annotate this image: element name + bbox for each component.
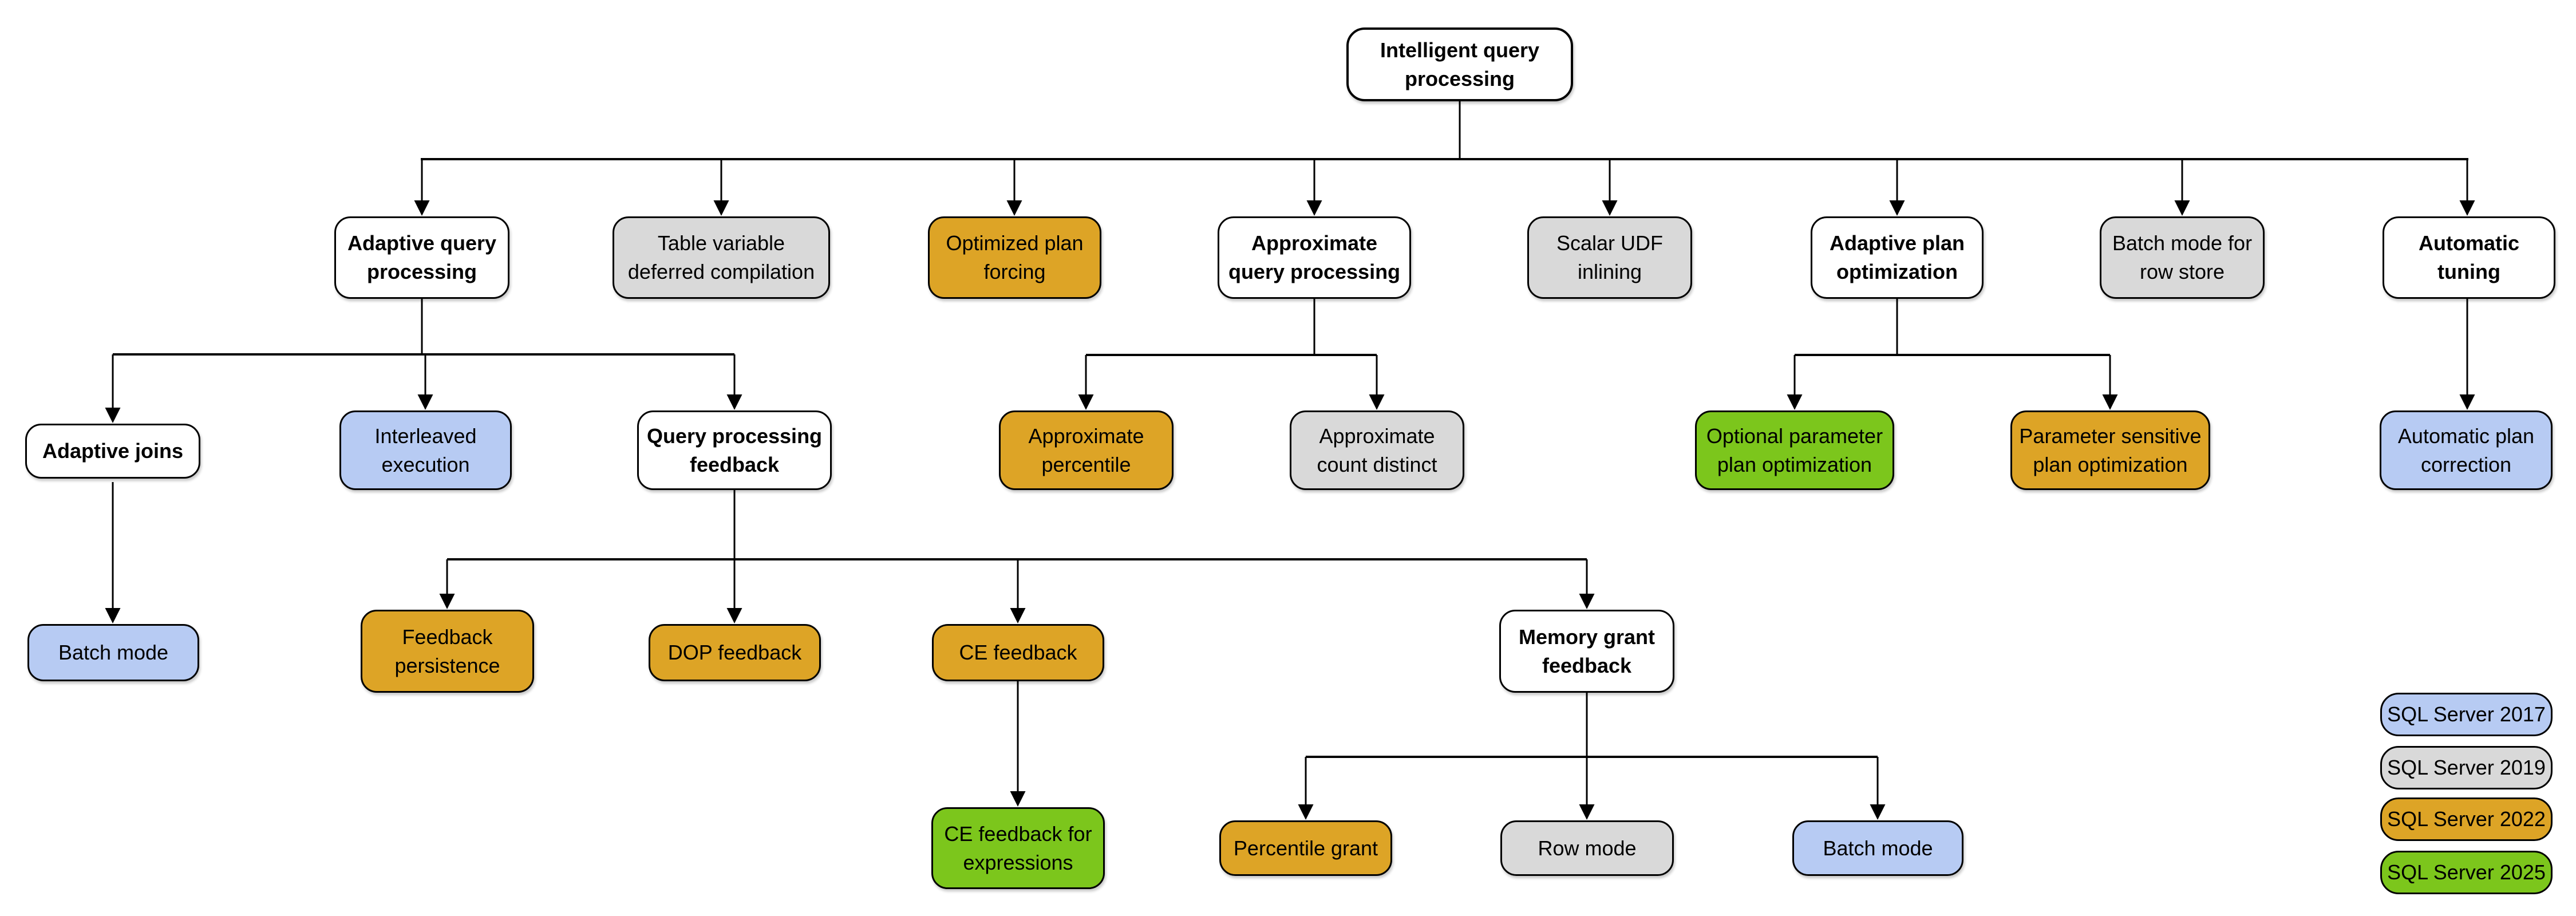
node-optional-parameter-plan-optimization: Optional parameter plan optimization <box>1695 410 1894 490</box>
node-adaptive-query-processing: Adaptive query processing <box>334 216 509 299</box>
node-label: Query processing feedback <box>646 424 823 476</box>
node-scalar-udf-inlining: Scalar UDF inlining <box>1527 216 1692 299</box>
node-table-variable-deferred-compilation: Table variable deferred compilation <box>613 216 830 299</box>
node-batch-mode-memory-grant: Batch mode <box>1792 820 1963 876</box>
node-approximate-count-distinct: Approximate count distinct <box>1290 410 1464 490</box>
node-label: Row mode <box>1538 836 1637 860</box>
legend-item-sql-server-2022: SQL Server 2022 <box>2380 797 2553 841</box>
node-label: Batch mode <box>58 641 169 664</box>
legend-label: SQL Server 2022 <box>2387 807 2546 831</box>
legend-label: SQL Server 2017 <box>2387 702 2546 726</box>
node-label: Adaptive plan optimization <box>1829 231 1965 283</box>
node-label: CE feedback for expressions <box>944 822 1092 874</box>
node-label: Parameter sensitive plan optimization <box>2019 424 2202 476</box>
node-feedback-persistence: Feedback persistence <box>361 610 534 693</box>
node-label: Approximate count distinct <box>1317 424 1437 476</box>
node-label: Optional parameter plan optimization <box>1706 424 1883 476</box>
node-label: Adaptive query processing <box>347 231 497 283</box>
node-approximate-query-processing: Approximate query processing <box>1218 216 1411 299</box>
node-label: DOP feedback <box>667 641 802 664</box>
node-label: Optimized plan forcing <box>946 231 1084 283</box>
node-interleaved-execution: Interleaved execution <box>339 410 512 490</box>
node-percentile-grant: Percentile grant <box>1219 820 1392 876</box>
legend-item-sql-server-2017: SQL Server 2017 <box>2380 693 2553 736</box>
node-memory-grant-feedback: Memory grant feedback <box>1499 610 1674 693</box>
node-label: Batch mode for row store <box>2112 231 2253 283</box>
legend-label: SQL Server 2019 <box>2387 756 2546 779</box>
node-parameter-sensitive-plan-optimization: Parameter sensitive plan optimization <box>2010 410 2210 490</box>
legend-item-sql-server-2019: SQL Server 2019 <box>2380 746 2553 789</box>
node-label: Intelligent query processing <box>1380 38 1540 90</box>
node-label: Automatic tuning <box>2418 231 2519 283</box>
node-label: Memory grant feedback <box>1518 625 1656 677</box>
node-label: Adaptive joins <box>42 439 184 463</box>
node-batch-mode-adaptive-joins: Batch mode <box>27 624 199 681</box>
node-label: Percentile grant <box>1233 836 1378 860</box>
node-adaptive-joins: Adaptive joins <box>25 424 200 479</box>
node-label: Interleaved execution <box>374 424 477 476</box>
legend-item-sql-server-2025: SQL Server 2025 <box>2380 851 2553 894</box>
node-intelligent-query-processing: Intelligent query processing <box>1346 27 1573 101</box>
node-label: Approximate query processing <box>1228 231 1401 283</box>
node-adaptive-plan-optimization: Adaptive plan optimization <box>1811 216 1984 299</box>
node-label: Scalar UDF inlining <box>1556 231 1664 283</box>
node-label: Table variable deferred compilation <box>627 231 815 283</box>
node-row-mode: Row mode <box>1500 820 1674 876</box>
node-approximate-percentile: Approximate percentile <box>999 410 1174 490</box>
node-query-processing-feedback: Query processing feedback <box>637 410 832 490</box>
node-label: Automatic plan correction <box>2397 424 2535 476</box>
node-ce-feedback-for-expressions: CE feedback for expressions <box>931 807 1105 889</box>
node-batch-mode-for-row-store: Batch mode for row store <box>2100 216 2265 299</box>
node-ce-feedback: CE feedback <box>932 624 1104 681</box>
node-label: Feedback persistence <box>394 625 500 677</box>
node-dop-feedback: DOP feedback <box>649 624 821 681</box>
node-label: Approximate percentile <box>1028 424 1144 476</box>
node-label: Batch mode <box>1823 836 1933 860</box>
node-optimized-plan-forcing: Optimized plan forcing <box>928 216 1101 299</box>
legend-label: SQL Server 2025 <box>2387 860 2546 884</box>
node-automatic-plan-correction: Automatic plan correction <box>2380 410 2553 490</box>
node-automatic-tuning: Automatic tuning <box>2383 216 2555 299</box>
node-label: CE feedback <box>959 641 1077 664</box>
